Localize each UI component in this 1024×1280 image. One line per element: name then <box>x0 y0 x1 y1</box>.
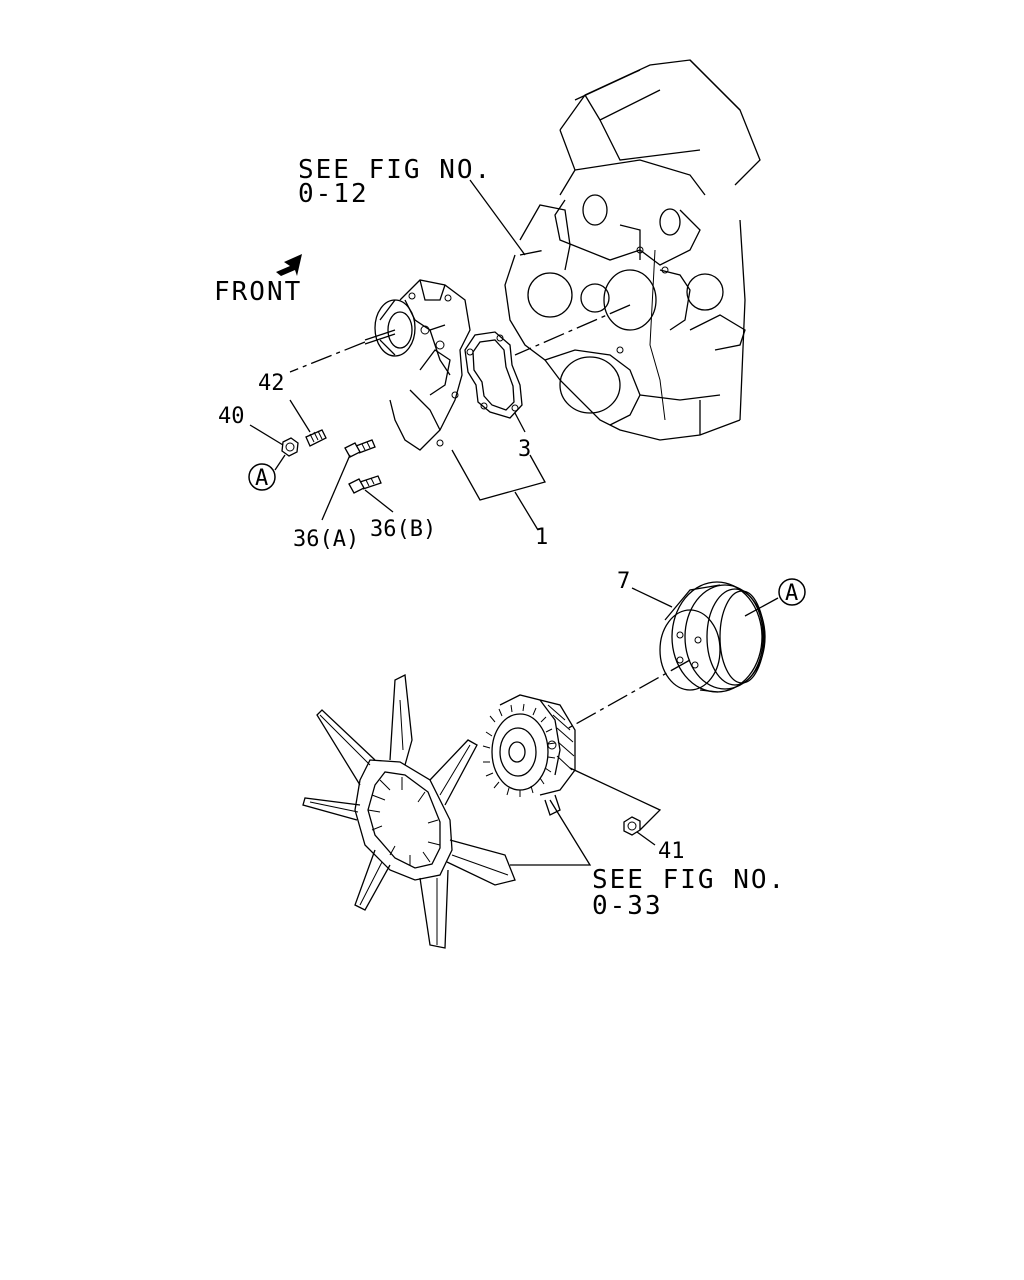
leader-see-fig-0-12 <box>469 179 526 256</box>
leaders-upper <box>249 399 546 531</box>
leader-7 <box>631 587 673 608</box>
leader-a-right <box>744 597 779 617</box>
engine-block <box>504 59 761 441</box>
cooling-fan <box>302 674 516 949</box>
centerline-pulley-fan <box>564 659 691 731</box>
centerline-pump-engine <box>514 304 631 356</box>
label-7: 7 <box>617 569 630 594</box>
label-36b: 36(B) <box>370 517 436 542</box>
front-arrow-icon <box>276 254 302 276</box>
front-label: FRONT <box>214 277 302 307</box>
label-41: 41 <box>658 839 685 864</box>
label-36a: 36(A) <box>293 527 359 552</box>
gasket-part-3 <box>464 331 523 419</box>
bolt-part-36a <box>344 439 376 458</box>
label-40: 40 <box>218 404 245 429</box>
callout-a-left <box>248 463 276 491</box>
nut-part-40 <box>281 437 299 457</box>
label-a-right: A <box>785 581 798 606</box>
see-fig-bottom-line1: SEE FIG NO. <box>592 865 786 895</box>
leader-41 <box>636 831 656 846</box>
label-a-left: A <box>255 466 268 491</box>
pulley-part-7 <box>659 581 766 693</box>
bolt-part-36b <box>348 475 382 494</box>
see-fig-top-line2: 0-12 <box>298 179 369 209</box>
leader-see-fig-0-33 <box>510 799 592 866</box>
stud-part-42 <box>305 429 327 447</box>
leader-41-bracket <box>569 767 662 831</box>
label-1: 1 <box>535 525 548 550</box>
see-fig-bottom-line2: 0-33 <box>592 891 663 921</box>
see-fig-top-line1: SEE FIG NO. <box>298 155 492 185</box>
centerline-shaft <box>289 341 366 373</box>
label-3: 3 <box>518 437 531 462</box>
callout-a-right <box>778 578 806 606</box>
label-42: 42 <box>258 371 285 396</box>
water-pump <box>364 279 471 451</box>
fan-clutch <box>482 694 576 816</box>
